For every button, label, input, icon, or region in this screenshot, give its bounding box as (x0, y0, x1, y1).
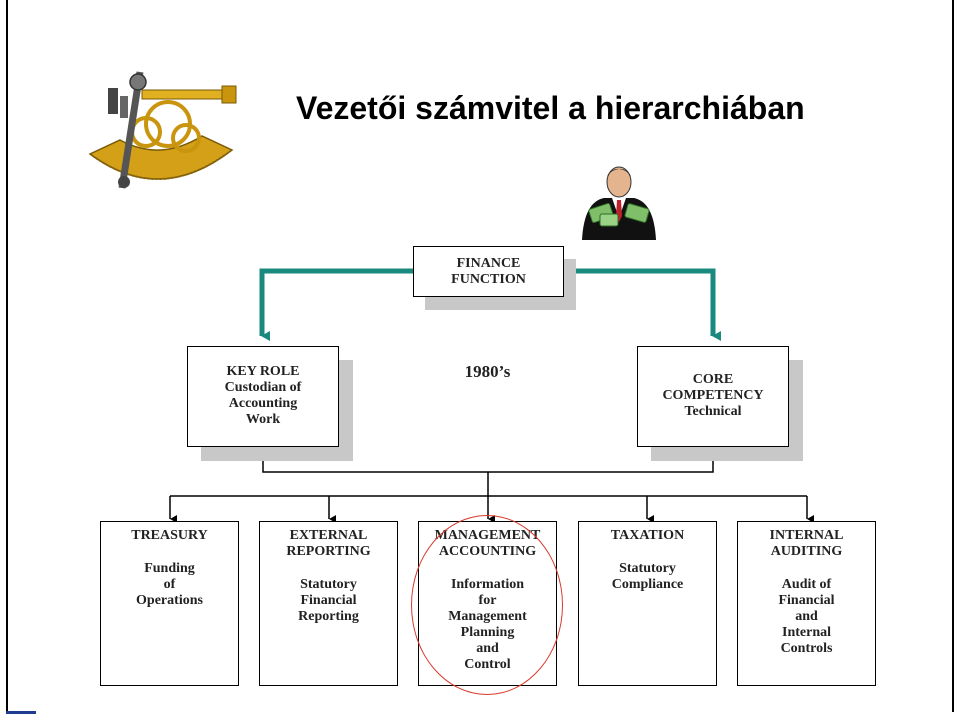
finance-function-label: FINANCE FUNCTION (451, 256, 526, 287)
internal-auditing-description: Audit of Financial and Internal Controls (778, 577, 835, 656)
businessman-with-money-icon (582, 166, 656, 240)
core-competency-label: CORE COMPETENCY Technical (662, 372, 764, 419)
connector-finance-to-core (564, 268, 721, 341)
treasury-box: TREASURY Funding of Operations (100, 521, 239, 686)
external-reporting-box: EXTERNAL REPORTING Statutory Financial R… (259, 521, 398, 686)
era-label: 1980’s (464, 362, 511, 381)
connector-finance-to-key-role (259, 268, 413, 341)
page-title: Vezetői számvitel a hierarchiában (296, 90, 805, 126)
taxation-box: TAXATION Statutory Compliance (578, 521, 717, 686)
external-reporting-heading: EXTERNAL REPORTING (286, 528, 371, 559)
external-reporting-description: Statutory Financial Reporting (298, 577, 359, 624)
core-competency-box: CORE COMPETENCY Technical (637, 346, 789, 447)
internal-auditing-box: INTERNAL AUDITING Audit of Financial and… (737, 521, 876, 686)
taxation-heading: TAXATION (610, 528, 685, 543)
sextant-icon (88, 71, 237, 189)
treasury-description: Funding of Operations (136, 561, 203, 608)
taxation-description: Statutory Compliance (611, 561, 684, 592)
slide-border-left (6, 0, 8, 712)
internal-auditing-heading: INTERNAL AUDITING (769, 528, 844, 559)
management-accounting-highlight-oval (411, 515, 563, 695)
key-role-label: KEY ROLE Custodian of Accounting Work (224, 364, 302, 427)
treasury-heading: TREASURY (131, 528, 208, 543)
slide-border-bottom (6, 711, 36, 714)
key-role-box: KEY ROLE Custodian of Accounting Work (187, 346, 339, 447)
finance-function-box: FINANCE FUNCTION (413, 246, 564, 297)
slide-border-right (952, 0, 954, 712)
